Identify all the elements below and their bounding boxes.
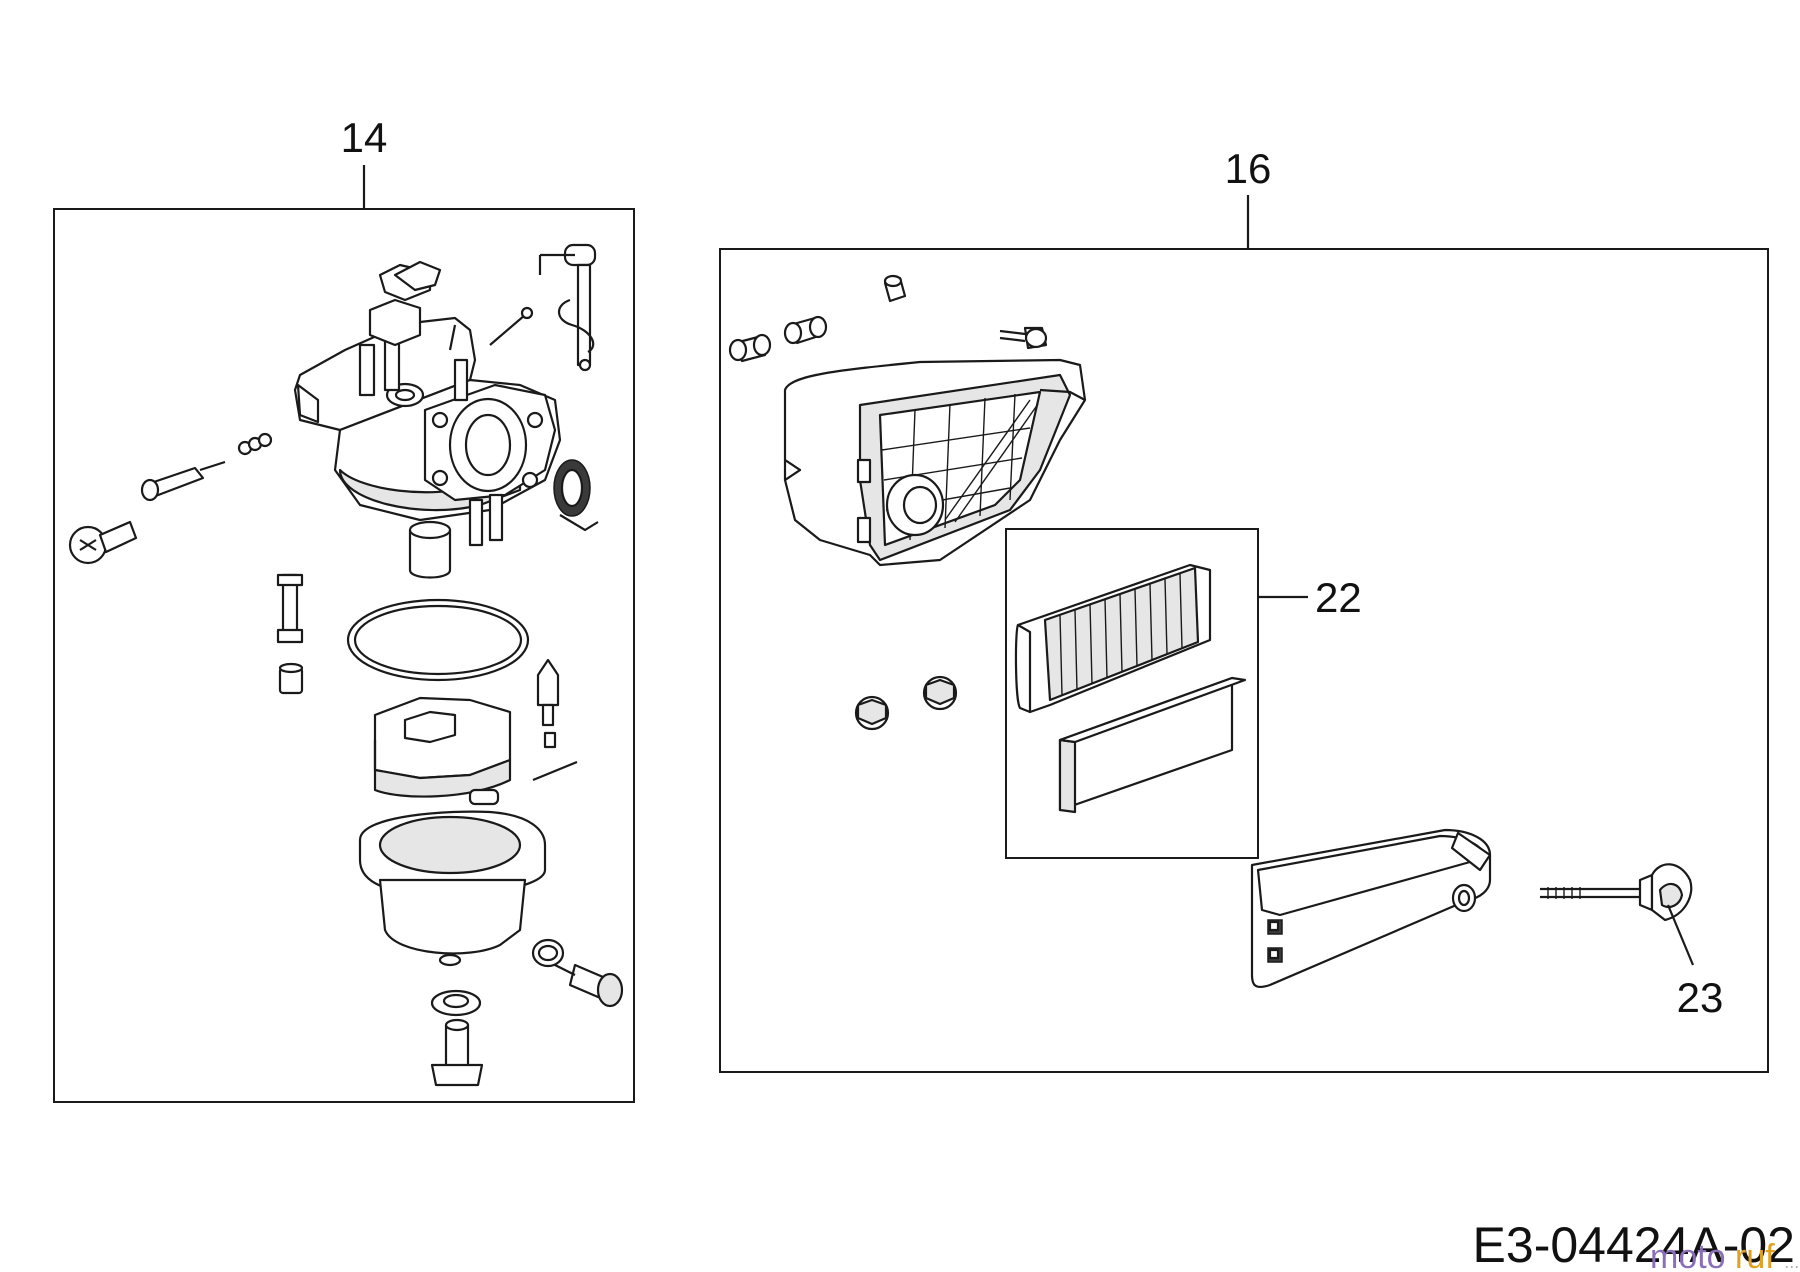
bowl-bolt bbox=[430, 1018, 484, 1087]
bowl-drain-screw bbox=[554, 963, 624, 1008]
bowl-gasket bbox=[346, 598, 530, 682]
callout-23-leader bbox=[1666, 904, 1695, 966]
air-cleaner-group-frame bbox=[719, 248, 1769, 1073]
watermark-part-3: ... bbox=[1784, 1252, 1799, 1272]
carburetor-group-frame bbox=[53, 208, 635, 1103]
foam-pre-filter bbox=[1058, 676, 1247, 814]
watermark: moto ruf ... bbox=[1650, 1238, 1799, 1272]
drawing-code: E3-04424A-02 bbox=[1473, 1217, 1795, 1272]
collar-3 bbox=[728, 333, 772, 363]
flange-nut-1 bbox=[854, 695, 890, 731]
carburetor-body bbox=[293, 260, 562, 579]
collar-1 bbox=[883, 274, 907, 303]
paper-filter-element bbox=[1014, 563, 1212, 714]
callout-23[interactable]: 23 bbox=[1677, 974, 1724, 1021]
flange-bolt bbox=[999, 326, 1048, 350]
callout-14[interactable]: 14 bbox=[341, 114, 388, 161]
throttle-spring bbox=[553, 459, 599, 532]
air-cleaner-group: 16 bbox=[719, 145, 1769, 1073]
carburetor-group: 14 bbox=[53, 114, 635, 1103]
flange-nut-2 bbox=[922, 675, 958, 711]
watermark-part-2: ruf bbox=[1735, 1238, 1775, 1272]
bowl-washer bbox=[430, 989, 482, 1017]
filter-element-group: 22 bbox=[1005, 528, 1362, 859]
collar-2 bbox=[783, 315, 828, 345]
drain-screw bbox=[68, 520, 138, 565]
callout-22[interactable]: 22 bbox=[1315, 574, 1362, 621]
air-cleaner-cover bbox=[1250, 828, 1492, 989]
o-ring bbox=[531, 938, 565, 968]
watermark-part-1: moto bbox=[1650, 1238, 1726, 1272]
float bbox=[373, 696, 578, 806]
air-cleaner-base bbox=[783, 358, 1087, 567]
choke-shaft bbox=[538, 243, 597, 372]
float-bowl bbox=[358, 810, 547, 967]
filter-element-frame bbox=[1005, 528, 1259, 859]
pilot-screw bbox=[140, 432, 273, 502]
float-needle bbox=[536, 658, 560, 749]
wing-bolt bbox=[1540, 863, 1695, 966]
main-jet bbox=[276, 573, 304, 695]
callout-16[interactable]: 16 bbox=[1225, 145, 1272, 192]
